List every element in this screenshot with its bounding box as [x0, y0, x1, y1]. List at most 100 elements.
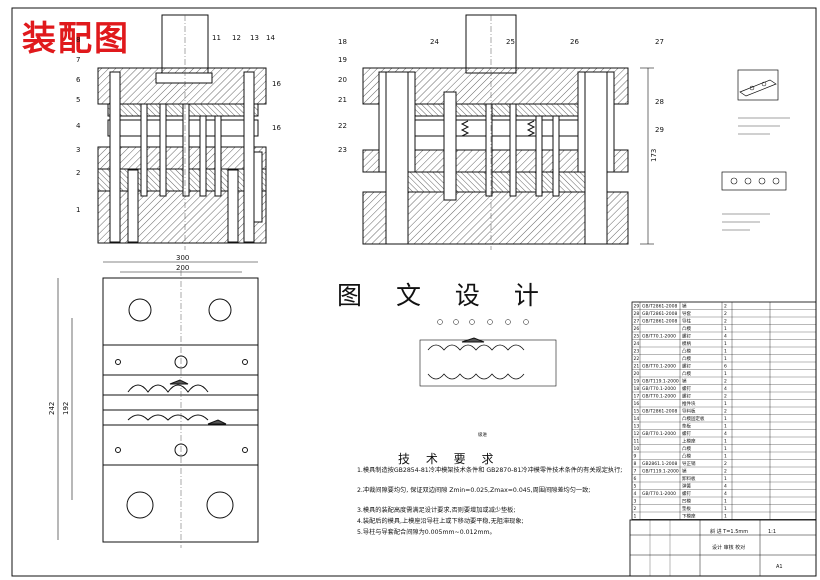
side-callout: 24: [430, 38, 439, 46]
front-callout: 13: [250, 34, 259, 42]
bom-cell: 12: [634, 431, 640, 437]
bom-cell: GB/T2861-2008: [642, 319, 678, 325]
bom-cell: GB/T2861-2008: [642, 409, 678, 415]
part-detail-1: [737, 69, 790, 135]
bom-cell: 垫板: [682, 505, 691, 512]
bom-cell: 螺钉: [682, 333, 691, 340]
bom-cell: 25: [634, 334, 640, 340]
bom-cell: 螺钉: [682, 363, 691, 370]
bom-cell: 18: [634, 386, 640, 392]
dim-plan-width: 300: [176, 254, 189, 262]
bom-cell: 模柄: [682, 340, 691, 347]
bom-row: 6 卸料板 1: [634, 475, 728, 482]
bom-row: 2 垫板 1: [634, 505, 728, 512]
bom-cell: 15: [634, 409, 640, 415]
bom-cell: 弹簧: [682, 483, 691, 490]
bom-cell: 凸模: [682, 370, 691, 377]
bom-cell: 4: [724, 484, 727, 490]
studio-name: 图 文 设 计: [337, 281, 552, 310]
side-callout: 22: [338, 122, 347, 130]
front-callout: 2: [76, 169, 80, 177]
side-callout: 27: [655, 38, 664, 46]
bom-cell: 1: [724, 439, 727, 445]
front-callout: 14: [266, 34, 275, 42]
bom-cell: 导套: [682, 310, 691, 317]
dim-plan-inner-h: 192: [62, 402, 70, 415]
bom-cell: 1: [724, 371, 727, 377]
bom-cell: 上模座: [682, 438, 696, 445]
bom-cell: 2: [724, 311, 727, 317]
bom-cell: 1: [724, 446, 727, 452]
bom-cell: 垫板: [682, 423, 691, 430]
bom-cell: GB/T70.1-2000: [642, 334, 676, 340]
bom-cell: 23: [634, 349, 640, 355]
bom-row: 1 下模座 1: [634, 513, 728, 520]
bom-cell: 2: [724, 319, 727, 325]
bom-cell: 导料板: [682, 408, 696, 415]
bom-cell: GB/T70.1-2000: [642, 386, 676, 392]
dim-plan-inner: 200: [176, 264, 189, 272]
bom-cell: 2: [634, 506, 637, 512]
bom-cell: 6: [634, 476, 637, 482]
bom-cell: 1: [724, 476, 727, 482]
bom-cell: 2: [724, 394, 727, 400]
bom-cell: 4: [724, 491, 727, 497]
strip-layout: 级进: [419, 319, 557, 438]
side-callout: 25: [506, 38, 515, 46]
front-callout: 11: [212, 34, 221, 42]
bom-cell: 29: [634, 304, 640, 310]
front-callout: 8: [76, 36, 80, 44]
strip-part-label: 级进: [478, 431, 487, 438]
requirement-3: 3.模具的装配高度需满足设计要求,否则要增加或减少垫板;: [357, 507, 516, 514]
bom-cell: 2: [724, 304, 727, 310]
drawing-title-overlay: 装配图: [22, 19, 130, 59]
bom-cell: 卸料板: [682, 475, 696, 482]
side-callout: 29: [655, 126, 664, 134]
bom-cell: 凸模: [682, 453, 691, 460]
bom-cell: 17: [634, 394, 640, 400]
bom-cell: 1: [724, 356, 727, 362]
bom-cell: 16: [634, 401, 640, 407]
front-callout: 6: [76, 76, 81, 84]
bom-cell: 7: [634, 469, 637, 475]
front-callout: 7: [76, 56, 80, 64]
bom-cell: 推件块: [682, 400, 696, 407]
bom-cell: 螺钉: [682, 490, 691, 497]
bom-cell: 21: [634, 364, 640, 370]
bom-cell: 1: [724, 499, 727, 505]
bom-cell: 4: [634, 491, 637, 497]
bom-cell: 下模座: [682, 513, 696, 520]
bom-cell: 螺钉: [682, 385, 691, 392]
bom-cell: 1: [724, 514, 727, 520]
bom-cell: 螺钉: [682, 430, 691, 437]
bom-cell: GB/T70.1-2000: [642, 491, 676, 497]
bom-cell: 1: [634, 514, 637, 520]
front-callout: 5: [76, 96, 80, 104]
requirement-4: 4.装配后的模具,上模座沿导柱上或下移动要平稳,无阻滞现象;: [357, 518, 524, 525]
title-block-name: 斜 进 T=1.5mm: [710, 528, 748, 535]
bom-cell: 1: [724, 506, 727, 512]
bom-cell: 13: [634, 424, 640, 430]
requirement-2: 2.冲裁间隙要均匀, 保证双边间隙 Zmin=0.025,Zmax=0.045,…: [357, 487, 591, 494]
bom-cell: 27: [634, 319, 640, 325]
bom-cell: GB/T70.1-2000: [642, 364, 676, 370]
bom-cell: 2: [724, 461, 727, 467]
front-section-view: [97, 14, 267, 250]
bom-cell: 22: [634, 356, 640, 362]
bom-cell: 5: [634, 484, 637, 490]
bom-cell: 螺钉: [682, 393, 691, 400]
bom-cell: 凸模: [682, 325, 691, 332]
bom-cell: 1: [724, 454, 727, 460]
bom-cell: GB/T119.1-2000: [642, 469, 679, 475]
